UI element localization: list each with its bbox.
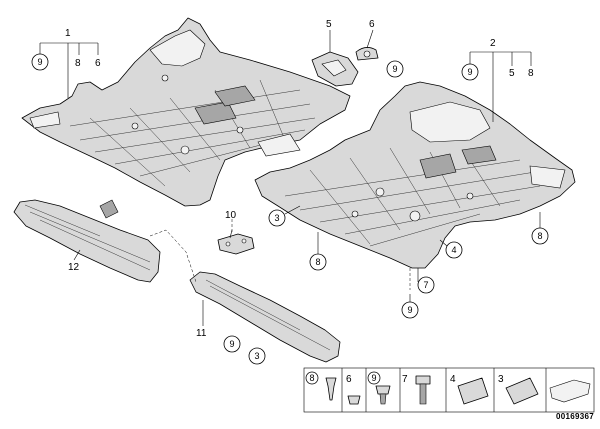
callout-9: 9 [392, 64, 397, 74]
callout-circle [461, 63, 479, 81]
assembly-guide-line [149, 229, 197, 283]
panel-arrow-icon [549, 379, 591, 403]
callout-labels: 1 9 8 6 2 9 5 8 5 6 9 3 8 8 4 7 9 10 12 … [31, 19, 549, 365]
callout-circle [531, 227, 549, 245]
callout-circle [31, 53, 49, 71]
callout-5: 5 [509, 68, 515, 79]
lower-cover-part-11 [189, 271, 341, 363]
callout-5: 5 [326, 19, 332, 30]
callout-circle [386, 60, 404, 78]
callout-circle [248, 347, 266, 365]
legend-item-8: 8 [305, 371, 337, 401]
callout-8: 8 [315, 257, 320, 267]
legend-item-panel [549, 379, 591, 403]
legend-item-7: 7 [402, 374, 431, 405]
side-cover-part-12 [13, 199, 161, 283]
legend-label-3: 3 [498, 374, 504, 385]
callout-4: 4 [451, 245, 456, 255]
legend-item-9: 9 [367, 371, 391, 405]
callout-1: 1 [65, 28, 71, 39]
sheet-nut-icon [505, 377, 539, 405]
legend-label-7: 7 [402, 374, 408, 385]
expanding-nut-icon [375, 385, 391, 395]
legend-item-6: 6 [346, 374, 361, 405]
callout-3: 3 [254, 351, 259, 361]
bracket-part-10 [217, 233, 255, 255]
callout-12: 12 [68, 262, 80, 273]
callout-9: 9 [407, 305, 412, 315]
callout-2: 2 [490, 38, 496, 49]
bracket-part-5 [311, 51, 359, 87]
callout-6: 6 [95, 58, 101, 69]
speed-nut-icon [457, 377, 489, 405]
callout-6: 6 [369, 19, 375, 30]
callout-circle [268, 209, 286, 227]
callout-10: 10 [225, 210, 237, 221]
bolt-icon [415, 375, 431, 385]
callout-circle [417, 276, 435, 294]
callout-9: 9 [37, 57, 42, 67]
legend-label-9: 9 [371, 373, 376, 383]
callout-circle [309, 253, 327, 271]
legend-label-4: 4 [450, 374, 456, 385]
legend-label-6: 6 [346, 374, 352, 385]
legend-item-4: 4 [450, 374, 489, 405]
underbody-panel-front [21, 17, 351, 207]
callout-8: 8 [537, 231, 542, 241]
legend-item-3: 3 [498, 374, 539, 405]
legend-label-8: 8 [309, 373, 314, 383]
callout-circle [223, 335, 241, 353]
callout-7: 7 [423, 280, 428, 290]
push-rivet-icon [325, 377, 337, 401]
clip-part-6 [355, 47, 379, 61]
callout-11: 11 [196, 328, 207, 339]
fastener-legend: 8 6 9 7 4 3 [303, 367, 595, 413]
callout-8: 8 [75, 58, 81, 69]
plug-clip-icon [347, 395, 361, 405]
callout-8: 8 [528, 68, 534, 79]
callout-9: 9 [229, 339, 234, 349]
callout-circle [445, 241, 463, 259]
callout-9: 9 [467, 67, 472, 77]
callout-circle [401, 301, 419, 319]
callout-3: 3 [274, 213, 279, 223]
underbody-panel-rear [254, 81, 576, 269]
diagram-id: 00169367 [556, 412, 594, 421]
